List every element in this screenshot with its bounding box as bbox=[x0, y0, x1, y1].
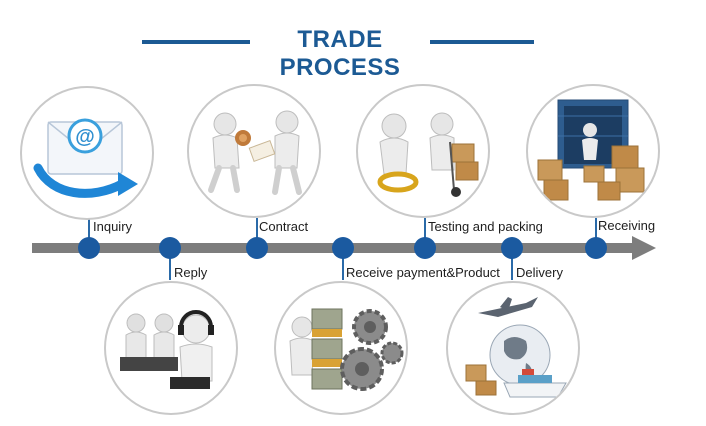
svg-text:@: @ bbox=[75, 126, 95, 148]
node-receiving bbox=[585, 237, 607, 259]
node-contract bbox=[246, 237, 268, 259]
photo-reply bbox=[104, 281, 238, 415]
node-delivery bbox=[501, 237, 523, 259]
label-payment: Receive payment&Product bbox=[346, 265, 500, 280]
node-reply bbox=[159, 237, 181, 259]
email-envelope-icon: @ bbox=[22, 88, 154, 220]
label-testing: Testing and packing bbox=[428, 219, 543, 234]
handshake-stamp-icon bbox=[189, 86, 321, 218]
magnifier-boxes-icon bbox=[358, 86, 490, 218]
label-contract: Contract bbox=[259, 219, 308, 234]
customer-service-headset-icon bbox=[106, 283, 238, 415]
label-delivery: Delivery bbox=[516, 265, 563, 280]
node-testing bbox=[414, 237, 436, 259]
photo-contract bbox=[187, 84, 321, 218]
label-reply: Reply bbox=[174, 265, 207, 280]
photo-inquiry: @ bbox=[20, 86, 154, 220]
node-inquiry bbox=[78, 237, 100, 259]
money-gears-icon bbox=[276, 283, 408, 415]
container-boxes-icon bbox=[528, 86, 660, 218]
photo-payment bbox=[274, 281, 408, 415]
label-receiving: Receiving bbox=[598, 218, 655, 233]
label-inquiry: Inquiry bbox=[93, 219, 132, 234]
photo-delivery bbox=[446, 281, 580, 415]
photo-receiving bbox=[526, 84, 660, 218]
photo-testing bbox=[356, 84, 490, 218]
plane-ship-globe-icon bbox=[448, 283, 580, 415]
node-payment bbox=[332, 237, 354, 259]
